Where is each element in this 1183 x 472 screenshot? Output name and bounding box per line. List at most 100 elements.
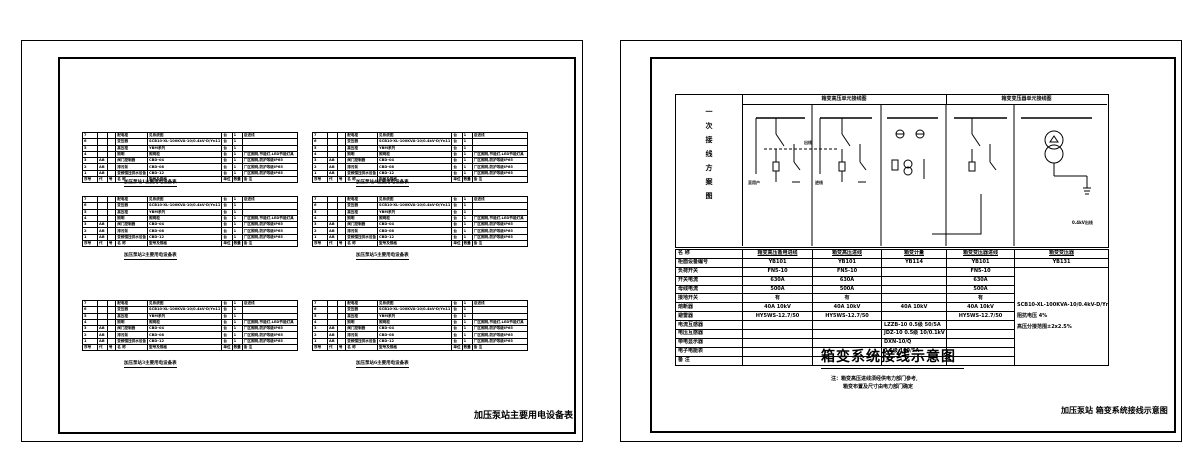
- table-cell: 500A: [812, 284, 882, 295]
- table-cell: [241, 312, 299, 320]
- table-cell: [881, 293, 947, 304]
- table-cell: 5: [311, 312, 329, 320]
- lv-section-title: 箱变变压器单元接线图: [1001, 96, 1052, 102]
- table-cell: 号: [336, 344, 347, 352]
- table-cell: 变频恒压供水设备: [345, 337, 379, 346]
- hv-section-header: 箱变高压单元接线图: [742, 94, 947, 105]
- table-cell: 500A: [946, 284, 1015, 295]
- table-cell: 厂区照明,节能灯,LED节能灯具: [241, 214, 299, 223]
- table-cell: 代: [97, 344, 108, 352]
- row-label: 名 称: [675, 249, 743, 259]
- table-cell: 数量: [231, 240, 243, 248]
- table-cell: [106, 325, 117, 333]
- table-cell: [742, 355, 813, 366]
- table-cell: [812, 329, 882, 339]
- table-row: 电压互感器 JDZ-10 0.5级 10/0.1kV: [675, 329, 1109, 339]
- table-row: 名 称箱变高压备用进线箱变高压进线箱变计量箱变变压器进线箱变变压器: [675, 249, 1109, 259]
- table-cell: [881, 266, 947, 277]
- row-label: 负荷开关: [675, 266, 743, 277]
- row-label: 避雷器: [675, 311, 743, 322]
- table-cell: 序号: [81, 176, 99, 184]
- table-cell: 号: [106, 176, 117, 184]
- equipment-table-caption: 加压泵站5主要用电设备表: [356, 253, 409, 260]
- table-cell: HY5WS-12.7/50: [742, 311, 813, 322]
- row-label: 电流互感器: [675, 320, 743, 331]
- equipment-table-caption: 加压泵站3主要用电设备表: [124, 361, 177, 368]
- equipment-table-caption: 加压泵站6主要用电设备表: [356, 361, 409, 368]
- table-cell: 号: [336, 240, 347, 248]
- table-cell: 4: [81, 318, 99, 327]
- row-label: 开关电流: [675, 275, 743, 286]
- table-cell: [336, 312, 347, 320]
- table-cell: 40A 10kV: [946, 302, 1015, 313]
- diagram-label-incoming: 进线: [815, 179, 823, 185]
- table-cell: SCB10-XL-100KVA-10/0.4kV-D/Yn11: [377, 138, 453, 146]
- equipment-table-caption: 加压泵站4主要用电设备表: [356, 180, 409, 187]
- table-cell: 7: [81, 299, 99, 308]
- table-cell: [106, 299, 117, 308]
- table-cell: 1: [311, 337, 329, 346]
- row-label: 熔断器: [675, 302, 743, 313]
- table-cell: 号: [336, 176, 347, 184]
- table-cell: 序号: [311, 240, 329, 248]
- diagram-title-underline-thin: [821, 368, 964, 369]
- table-cell: 单位: [451, 240, 463, 248]
- table-cell: 厂区照明,节能灯,LED节能灯具: [241, 150, 299, 159]
- table-cell: 1: [231, 318, 243, 327]
- table-cell: 1: [461, 337, 473, 346]
- table-cell: [106, 312, 117, 320]
- table-row: 备 注: [675, 355, 1109, 366]
- table-cell: 备 注: [471, 176, 529, 184]
- table-cell: 单位: [451, 344, 463, 352]
- table-cell: 名 称: [115, 240, 149, 248]
- table-cell: 厂区照明,防护等级IP65: [241, 325, 299, 333]
- table-cell: 5: [81, 312, 99, 320]
- table-cell: 2: [311, 331, 329, 339]
- table-cell: 3: [81, 325, 99, 333]
- table-cell: FN5-10: [946, 266, 1015, 277]
- table-cell: [946, 329, 1015, 339]
- row-label: 电压互感器: [675, 329, 743, 339]
- transformer-note-line: SCB10-XL-100KVA-10/0.4kV-D/Yn11: [1017, 301, 1109, 308]
- table-cell: 变频恒压供水设备: [115, 169, 149, 178]
- table-cell: 型号及规格: [147, 344, 223, 352]
- table-cell: 1: [231, 337, 243, 346]
- table-cell: 1: [231, 331, 243, 339]
- diagram-title-underline: [821, 365, 964, 366]
- scheme-label-char: 次: [705, 121, 713, 130]
- table-cell: 2: [81, 331, 99, 339]
- table-cell: YB101: [946, 257, 1015, 268]
- table-cell: 1: [231, 299, 243, 308]
- scheme-label-char: 线: [705, 149, 713, 158]
- table-cell: LZZB-10 0.5级 50/5A: [881, 320, 947, 331]
- table-cell: [106, 318, 117, 327]
- table-cell: 1: [461, 312, 473, 320]
- row-label: 母线电流: [675, 284, 743, 295]
- table-cell: 备 注: [241, 240, 299, 248]
- table-row: 序号代号名 称型号及规格单位数量备 注: [311, 240, 529, 248]
- table-cell: 厂区照明,节能灯,LED节能灯具: [471, 318, 529, 327]
- table-cell: 数量: [231, 176, 243, 184]
- table-cell: [742, 337, 813, 348]
- table-cell: 40A 10kV: [812, 302, 882, 313]
- table-cell: HY5WS-12.7/50: [812, 311, 882, 322]
- table-cell: [336, 299, 347, 308]
- table-cell: 厂区照明,防护等级IP65: [471, 331, 529, 339]
- table-cell: 1: [81, 337, 99, 346]
- table-cell: SCB10-XL-100KVA-10/0.4kV-D/Yn11: [147, 306, 223, 314]
- table-row: 序号代号名 称型号及规格单位数量备 注: [311, 344, 529, 352]
- diagram-title: 箱变系统接线示意图: [821, 349, 956, 365]
- table-cell: 1: [231, 312, 243, 320]
- table-cell: JDZ-10 0.5级 10/0.1kV: [881, 329, 947, 339]
